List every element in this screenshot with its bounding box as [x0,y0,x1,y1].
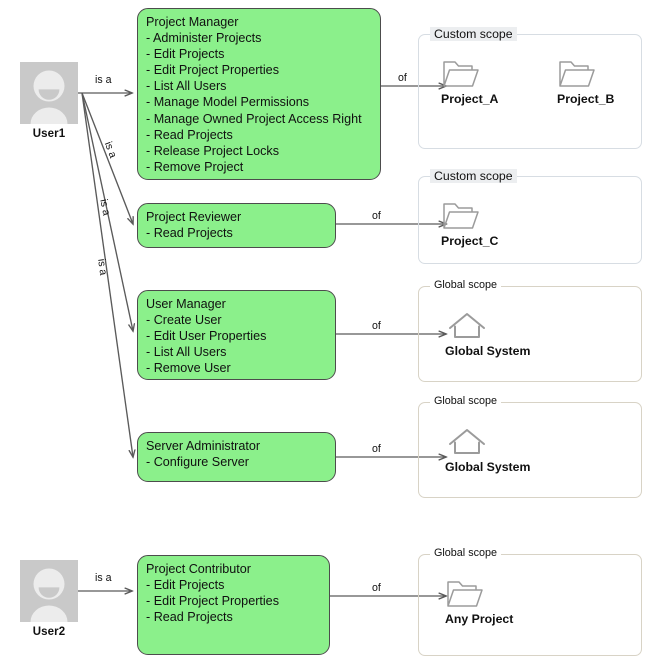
role-permission: - Edit Projects [146,47,225,62]
edge-label-is-a-1: is a [95,74,112,86]
role-permission: - Read Projects [146,610,233,625]
role-permission: - Release Project Locks [146,143,279,158]
scope-item[interactable]: Project_C [441,197,519,248]
scope-item-label: Project_A [441,92,499,106]
edge-user1-user-manager [81,92,133,331]
edge-label-is-a-5: is a [95,572,112,584]
edge-label-of-2: of [372,210,381,222]
scope-box-custom-2[interactable]: Custom scope Project_C [418,169,642,264]
edge-label-of-3: of [372,320,381,332]
role-box-project-reviewer[interactable]: Project Reviewer - Read Projects [137,203,336,248]
role-permission: - Create User [146,313,222,328]
folder-icon [445,575,555,609]
role-permission: - Configure Server [146,455,249,470]
scope-legend: Global scope [430,279,502,291]
scope-box-global-2[interactable]: Global scope Global System [418,395,642,498]
role-permission: - Edit Project Properties [146,594,279,609]
role-title: Project Contributor [146,562,251,576]
scope-item-label: Project_B [557,92,615,106]
scope-box-global-3[interactable]: Global scope Any Project [418,547,642,656]
scope-item[interactable]: Any Project [445,575,555,626]
role-box-project-contributor[interactable]: Project Contributor - Edit Projects - Ed… [137,555,330,655]
actor-user1[interactable]: User1 [20,62,78,140]
scope-legend: Global scope [430,547,502,559]
edge-user1-project-reviewer [81,92,133,224]
home-icon [445,307,545,341]
scope-item-label: Global System [445,344,531,358]
user1-label: User1 [32,128,66,140]
role-title: Server Administrator [146,439,261,453]
folder-icon [557,55,635,89]
scope-item[interactable]: Global System [445,423,545,474]
scope-legend: Global scope [430,395,502,407]
role-box-project-manager[interactable]: Project Manager - Administer Projects - … [137,8,381,180]
role-permission: - Manage Model Permissions [146,95,310,110]
scope-legend: Custom scope [430,27,517,41]
role-title: Project Manager [146,15,239,29]
edge-label-of-4: of [372,443,381,455]
role-box-user-manager[interactable]: User Manager - Create User - Edit User P… [137,290,336,380]
role-title: User Manager [146,297,226,311]
role-permission: - Edit User Properties [146,329,267,344]
scope-item[interactable]: Project_A [441,55,519,106]
role-permission: - Remove User [146,361,231,376]
home-icon [445,423,545,457]
role-permission: - Read Projects [146,127,233,142]
role-box-server-administrator[interactable]: Server Administrator - Configure Server [137,432,336,482]
folder-icon [441,55,519,89]
scope-legend: Custom scope [430,169,517,183]
scope-item[interactable]: Project_B [557,55,635,106]
role-permission: - Manage Owned Project Access Right [146,111,362,126]
role-permission: - Administer Projects [146,31,262,46]
user-avatar-icon [20,62,78,124]
scope-item-label: Project_C [441,234,499,248]
scope-item[interactable]: Global System [445,307,545,358]
actor-user2[interactable]: User2 [20,560,78,638]
role-permission: - List All Users [146,345,227,360]
user-avatar-icon [20,560,78,622]
scope-box-custom-1[interactable]: Custom scope Project_A Project_B [418,27,642,149]
folder-icon [441,197,519,231]
role-permission: - List All Users [146,79,227,94]
scope-box-global-1[interactable]: Global scope Global System [418,279,642,382]
edge-label-is-a-4: is a [95,258,110,277]
user2-label: User2 [32,626,66,638]
role-permission: - Read Projects [146,226,233,241]
scope-item-label: Global System [445,460,531,474]
role-permission: - Edit Project Properties [146,63,279,78]
role-title: Project Reviewer [146,210,242,224]
edge-label-of-5: of [372,582,381,594]
role-permission: - Edit Projects [146,578,225,593]
role-permission: - Remove Project [146,159,244,174]
edge-label-of-1: of [398,72,407,84]
edge-user1-server-administrator [81,92,133,457]
scope-item-label: Any Project [445,612,514,626]
